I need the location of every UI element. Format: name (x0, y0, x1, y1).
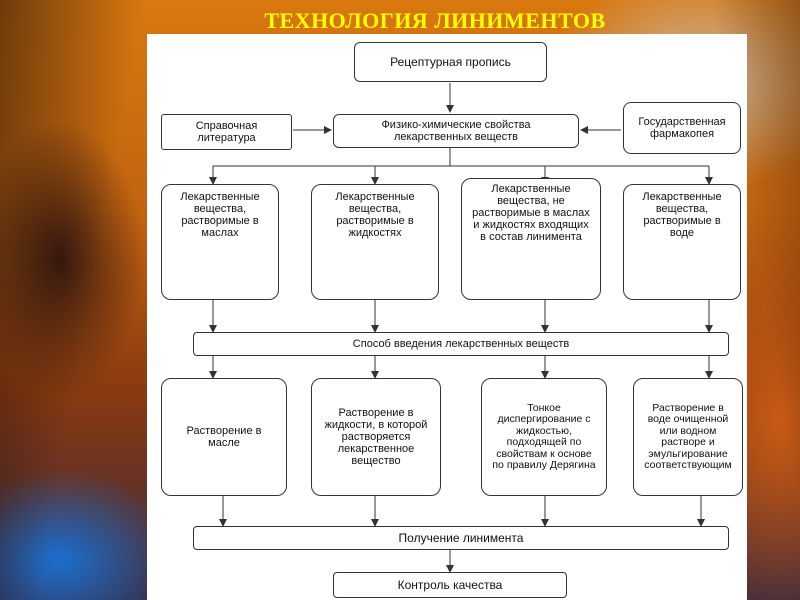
reference-literature-box: Справочная литература (161, 114, 292, 150)
method-box: Способ введения лекарственных веществ (193, 332, 729, 356)
technique-label-oil: Растворение в масле (186, 425, 262, 449)
substance-box-water: Лекарственные вещества, растворимые в во… (623, 184, 741, 300)
substance-box-liquid: Лекарственные вещества, растворимые в жи… (311, 184, 439, 300)
flowchart-connectors (209, 83, 713, 573)
substance-label-oil: Лекарственные вещества, растворимые в ма… (180, 191, 260, 239)
technique-box-dispersion: Тонкое диспергирование с жидкостью, подх… (481, 378, 607, 496)
technique-box-water: Растворение в воде очищенной или водном … (633, 378, 743, 496)
flowchart: Рецептурная пропись Справочная литератур… (147, 34, 747, 600)
substance-label-insoluble: Лекарственные вещества, не растворимые в… (472, 183, 590, 243)
reference-literature-label: Справочная литература (195, 120, 258, 144)
method-label: Способ введения лекарственных веществ (352, 338, 570, 350)
quality-control-box: Контроль качества (333, 572, 567, 598)
technique-label-liquid: Растворение в жидкости, в которой раство… (324, 407, 428, 467)
substance-label-liquid: Лекарственные вещества, растворимые в жи… (335, 191, 415, 239)
substance-box-insoluble: Лекарственные вещества, не растворимые в… (461, 178, 601, 300)
properties-label: Физико-химические свойства лекарственных… (381, 119, 531, 143)
production-label: Получение линимента (398, 531, 524, 545)
substance-label-water: Лекарственные вещества, растворимые в во… (642, 191, 722, 239)
quality-control-label: Контроль качества (397, 578, 503, 592)
slide-title: ТЕХНОЛОГИЯ ЛИНИМЕНТОВ (264, 8, 606, 33)
prescription-box: Рецептурная пропись (354, 42, 547, 82)
technique-box-liquid: Растворение в жидкости, в которой раство… (311, 378, 441, 496)
technique-label-water: Растворение в воде очищенной или водном … (644, 401, 732, 471)
pharmacopoeia-box: Государственная фармакопея (623, 102, 741, 154)
production-box: Получение линимента (193, 526, 729, 550)
technique-label-dispersion: Тонкое диспергирование с жидкостью, подх… (492, 401, 596, 471)
pharmacopoeia-label: Государственная фармакопея (638, 116, 726, 140)
substance-box-oil: Лекарственные вещества, растворимые в ма… (161, 184, 279, 300)
technique-box-oil: Растворение в масле (161, 378, 287, 496)
properties-box: Физико-химические свойства лекарственных… (333, 114, 579, 148)
prescription-label: Рецептурная пропись (390, 55, 511, 69)
